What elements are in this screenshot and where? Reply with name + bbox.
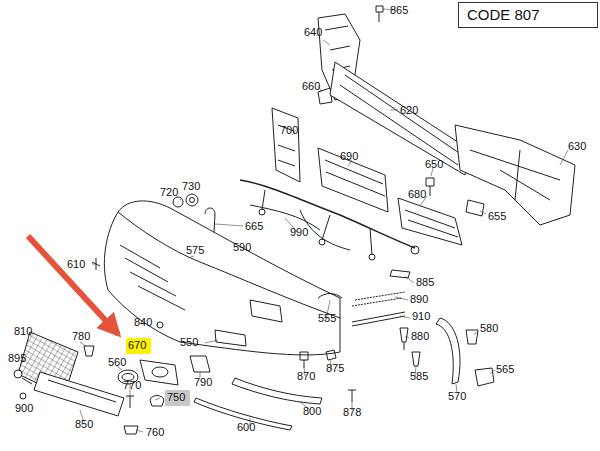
callout-number: 550: [180, 336, 198, 348]
callout-number: 800: [303, 405, 321, 417]
callout-number: 575: [186, 244, 204, 256]
callout-number: 700: [280, 124, 298, 136]
node-text: 750: [167, 391, 190, 404]
callout-number: 865: [390, 4, 408, 16]
callout-number: 850: [75, 418, 93, 430]
callout-number: 990: [290, 226, 308, 238]
node-text: CODE 807: [467, 6, 597, 24]
callout-number: 900: [15, 402, 33, 414]
callout-number: 585: [410, 370, 428, 382]
callout-number: 880: [411, 330, 429, 342]
callout-number: 790: [194, 376, 212, 388]
callout-number: 665: [245, 220, 263, 232]
callout-number: 610: [67, 258, 85, 270]
callout-number: 580: [480, 322, 498, 334]
callout-number: 890: [410, 293, 428, 305]
callout-number: 760: [146, 426, 164, 438]
callout-number: 650: [425, 158, 443, 170]
callout-number: 640: [304, 26, 322, 38]
callout-number: 810: [14, 325, 32, 337]
callout-number: 875: [326, 362, 344, 374]
callout-number: 560: [108, 356, 126, 368]
highlighted-callout: 670: [126, 338, 151, 354]
callout-number: 655: [488, 210, 506, 222]
callout-number: 870: [297, 370, 315, 382]
callout-number: 620: [400, 104, 418, 116]
callout-number: 770: [123, 379, 141, 391]
callout-number: 910: [412, 310, 430, 322]
callout-number: 630: [568, 140, 586, 152]
callout-number: 565: [496, 363, 514, 375]
callout-number: 840: [134, 316, 152, 328]
callout-number: 590: [233, 241, 251, 253]
callout-number: 895: [8, 352, 26, 364]
callout-number: 780: [72, 330, 90, 342]
callout-number: 885: [416, 276, 434, 288]
callout-number: 680: [408, 188, 426, 200]
callout-number: 730: [182, 180, 200, 192]
node-text: 670: [128, 339, 151, 352]
shaded-callout: 750: [165, 390, 190, 406]
callout-number: 690: [340, 150, 358, 162]
callout-number: 720: [160, 186, 178, 198]
callout-number: 600: [237, 421, 255, 433]
callout-number: 555: [318, 312, 336, 324]
callout-number: 570: [448, 390, 466, 402]
callout-number: 878: [343, 406, 361, 418]
code-box: CODE 807: [458, 2, 598, 28]
callout-number: 660: [302, 80, 320, 92]
